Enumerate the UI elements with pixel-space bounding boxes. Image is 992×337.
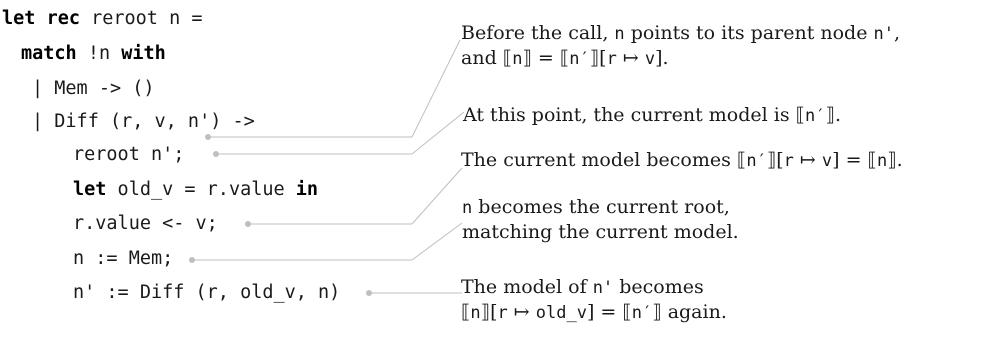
annotation-2: At this point, the current model is ⟦n′⟧…: [463, 103, 841, 128]
note-code: n': [873, 24, 894, 44]
code-text: old_v = r.value: [106, 179, 296, 200]
note-text: ⟧[: [766, 149, 784, 171]
note-text: ] = ⟦: [832, 149, 877, 171]
code-text: !n: [76, 43, 122, 64]
code-line-3: | Mem -> (): [32, 78, 155, 99]
connector-line-3b: [411, 167, 463, 225]
note-text: ⟧.: [825, 104, 841, 126]
code-line-4: | Diff (r, v, n') ->: [32, 111, 255, 132]
note-code: n′: [631, 303, 653, 324]
annotation-3: The current model becomes ⟦n′⟧[r ↦ v] = …: [461, 148, 903, 173]
note-text: ↦: [616, 47, 645, 70]
code-line-2: match !n with: [21, 43, 166, 64]
note-code: r: [783, 151, 794, 171]
note-code: n′: [569, 49, 590, 70]
note-text: ⟧ = ⟦: [522, 47, 570, 70]
code-line-7: r.value <- v;: [73, 213, 218, 234]
note-code: r: [606, 49, 617, 70]
note-code: n′: [746, 151, 767, 171]
note-code: n: [876, 151, 888, 171]
note-text: The model of: [461, 276, 593, 298]
note-code: n: [512, 49, 523, 70]
note-text: becomes: [613, 276, 704, 298]
note-code: n: [462, 198, 473, 218]
note-code: n: [470, 303, 481, 324]
note-text: ⟦: [461, 301, 471, 324]
keyword-let: let: [73, 179, 107, 200]
note-text: The current model becomes ⟦: [461, 149, 747, 171]
note-text: ⟧[: [589, 47, 607, 70]
note-code: n: [614, 24, 625, 44]
connector-line-1b: [411, 39, 461, 138]
note-text: and ⟦: [461, 47, 513, 70]
code-line-9: n' := Diff (r, old_v, n): [73, 282, 341, 303]
annotation-1: Before the call, n points to its parent …: [461, 21, 900, 71]
code-line-5: reroot n';: [73, 144, 185, 165]
connector-dot-5: [366, 290, 372, 296]
note-code: n': [592, 278, 614, 298]
code-text: reroot n =: [79, 8, 203, 29]
annotation-5: The model of n' becomes ⟦n⟧[r ↦ old_v] =…: [461, 275, 727, 325]
note-text: matching the current model.: [462, 221, 739, 244]
note-text: ] = ⟦: [586, 301, 632, 324]
note-code: v: [821, 151, 833, 171]
note-text: becomes the current root,: [472, 196, 730, 218]
code-line-6: let old_v = r.value in: [73, 179, 319, 200]
note-code: r: [497, 303, 508, 324]
note-text: ↦: [793, 149, 822, 171]
code-line-1: let rec reroot n =: [2, 8, 203, 29]
connector-line-4b: [411, 222, 463, 261]
keyword-rec: rec: [46, 8, 80, 29]
keyword-match: match: [21, 43, 77, 64]
note-code: old_v: [535, 303, 587, 324]
keyword-in: in: [295, 179, 319, 200]
connector-line-2b: [411, 111, 465, 155]
code-line-8: n := Mem;: [73, 248, 174, 269]
connector-dot-3: [245, 221, 251, 227]
note-text: ⟧[: [480, 301, 498, 324]
note-text: ⟧ again.: [652, 301, 727, 324]
note-code: v: [644, 49, 656, 70]
note-code: n′: [805, 106, 826, 126]
note-text: ↦: [507, 301, 536, 324]
keyword-with: with: [121, 43, 166, 64]
keyword-let: let: [2, 8, 36, 29]
note-text: At this point, the current model is ⟦: [463, 104, 806, 126]
annotation-4: n becomes the current root, matching the…: [462, 195, 739, 245]
connector-dot-1: [205, 134, 211, 140]
connector-dot-4: [189, 257, 195, 263]
note-text: ].: [655, 47, 669, 70]
note-text: Before the call,: [461, 22, 615, 44]
note-text: ⟧.: [887, 149, 903, 171]
note-text: points to its parent node: [624, 22, 874, 44]
note-text: ,: [894, 22, 901, 44]
connector-dot-2: [213, 151, 219, 157]
